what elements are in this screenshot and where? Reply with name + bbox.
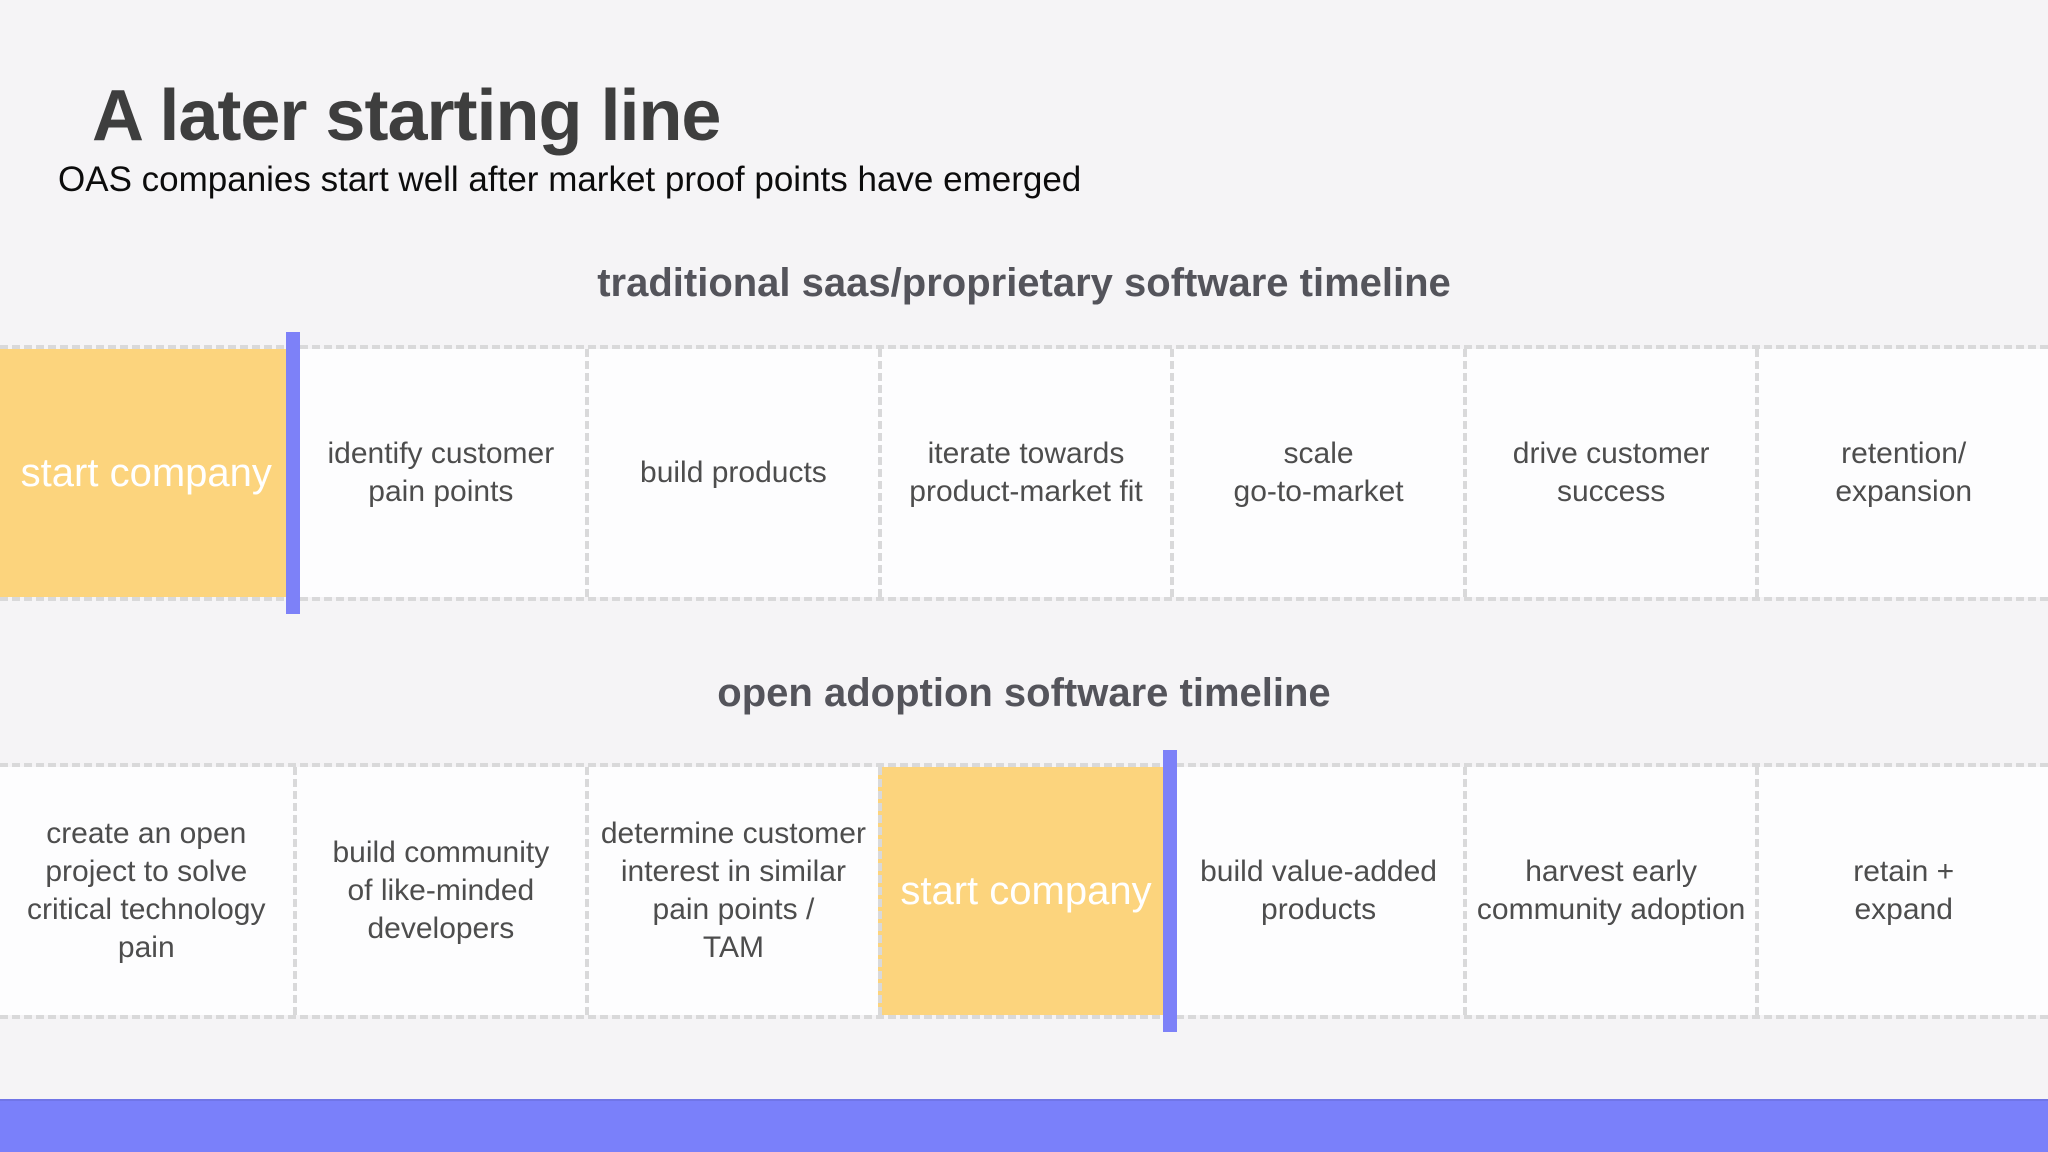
timeline-cell: build products [585,349,878,597]
footer-accent-bar [0,1099,2048,1152]
timeline-cell: build value-added products [1170,767,1463,1015]
slide-title: A later starting line [92,76,721,156]
cell-label: determine customer interest in similar p… [600,817,866,964]
cell-label: build community of like-minded developer… [332,836,550,945]
cell-label: identify customer pain points [327,437,555,508]
cell-label: start company [900,869,1152,913]
timeline-row-traditional: start company identify customer pain poi… [0,332,2048,614]
cell-label: iterate towards product-market fit [909,437,1143,508]
timeline-cell: create an open project to solve critical… [0,767,293,1015]
timeline-cell: retain + expand [1755,767,2048,1015]
cell-label: start company [20,451,272,495]
timeline-cell: scale go-to-market [1170,349,1463,597]
timeline-heading-open-adoption: open adoption software timeline [717,671,1331,715]
timeline-row-open-adoption: create an open project to solve critical… [0,750,2048,1032]
timeline-cell: determine customer interest in similar p… [585,767,878,1015]
timeline-cell: drive customer success [1462,349,1756,597]
timeline-cell: identify customer pain points [292,349,586,597]
timeline-cell-start-company: start company [0,349,293,597]
cell-label: build products [640,456,827,489]
cell-label: build value-added products [1200,855,1437,926]
timeline-cell-start-company: start company [877,767,1171,1015]
cell-label: retention/ expansion [1835,437,1973,508]
cell-label: scale go-to-market [1233,437,1404,508]
timeline-heading-traditional: traditional saas/proprietary software ti… [597,261,1451,305]
cell-label: create an open project to solve critical… [27,817,266,964]
start-marker-bar [285,332,300,614]
cell-label: retain + expand [1853,855,1955,926]
timeline-cell: build community of like-minded developer… [292,767,586,1015]
cell-label: harvest early community adoption [1476,855,1746,926]
timeline-cell: harvest early community adoption [1462,767,1756,1015]
cell-label: drive customer success [1512,437,1710,508]
timeline-cell: retention/ expansion [1755,349,2048,597]
slide-subtitle: OAS companies start well after market pr… [58,160,1082,199]
timeline-cell: iterate towards product-market fit [877,349,1171,597]
start-marker-bar [1163,750,1178,1032]
